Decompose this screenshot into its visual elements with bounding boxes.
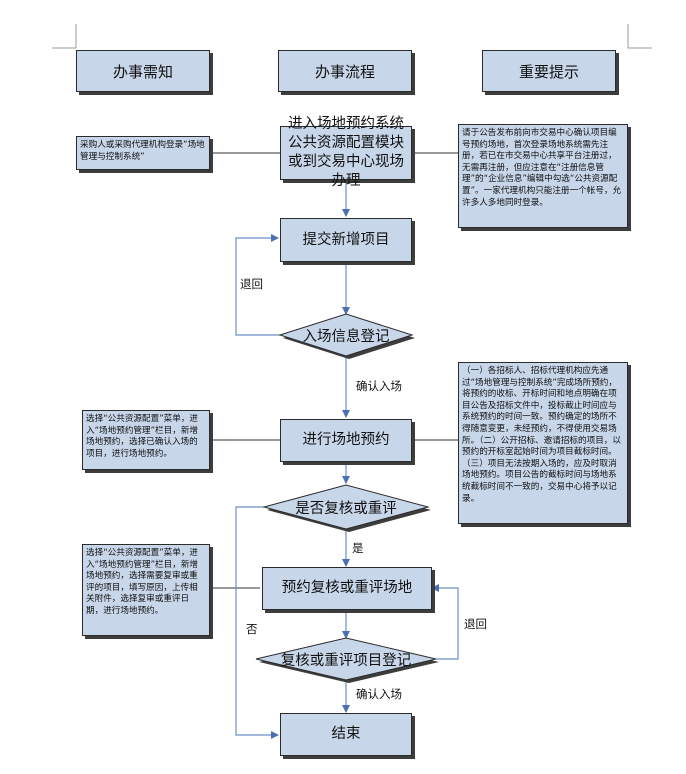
note-registration-tip: 请于公告发布前向市交易中心确认项目编号预约场地，首次登录场地系统需先注册，若已在…: [458, 124, 628, 228]
note-booking-steps-text: 选择“公共资源配置”菜单，进入“场地预约管理”栏目，新增场地预约，选择已确认入场…: [86, 414, 199, 459]
label-return-1: 退回: [240, 277, 263, 291]
note-review-steps: 选择“公共资源配置”菜单，进入“场地预约管理”栏目，新增场地预约，选择需要复审或…: [82, 544, 210, 636]
header-guide-label: 办事需知: [112, 62, 173, 81]
note-login-text: 采购人或采购代理机构登录“场地管理与控制系统”: [80, 140, 205, 162]
label-confirm-2: 确认入场: [356, 687, 402, 701]
diamond-review-decision: [262, 484, 430, 530]
note-booking-rules-text: （一）各招标人、招标代理机构应先通过“场地管理与控制系统”完成场所预约，将预约的…: [462, 366, 621, 504]
label-yes: 是: [352, 541, 364, 555]
step-review-registration: 复核或重评项目登记: [256, 638, 436, 680]
header-process: 办事流程: [278, 50, 412, 92]
step-book-venue-label: 进行场地预约: [302, 432, 390, 448]
note-booking-rules: （一）各招标人、招标代理机构应先通过“场地管理与控制系统”完成场所预约，将预约的…: [458, 362, 628, 524]
note-booking-steps: 选择“公共资源配置”菜单，进入“场地预约管理”栏目，新增场地预约，选择已确认入场…: [82, 410, 210, 470]
step-book-review-venue-label: 预约复核或重评场地: [281, 580, 413, 596]
note-login: 采购人或采购代理机构登录“场地管理与控制系统”: [76, 136, 210, 170]
step-review-decision: 是否复核或重评: [264, 485, 428, 529]
step-enter-system-label: 进入场地预约系统公共资源配置模块或到交易中心现场办理: [288, 116, 404, 189]
step-review-registration-label: 复核或重评项目登记: [280, 652, 412, 669]
diamond-entry-registration: [278, 313, 414, 357]
label-confirm-1: 确认入场: [356, 379, 402, 393]
label-return-2: 退回: [464, 617, 487, 631]
diamond-review-registration: [255, 637, 437, 681]
header-tips: 重要提示: [482, 50, 616, 92]
note-review-steps-text: 选择“公共资源配置”菜单，进入“场地预约管理”栏目，新增场地预约，选择需要复审或…: [86, 548, 199, 616]
step-book-venue: 进行场地预约: [280, 419, 412, 462]
step-enter-system: 进入场地预约系统公共资源配置模块或到交易中心现场办理: [280, 116, 412, 189]
label-no: 否: [246, 622, 258, 636]
header-process-label: 办事流程: [314, 62, 375, 81]
step-review-decision-label: 是否复核或重评: [295, 500, 397, 517]
step-entry-registration-label: 入场信息登记: [302, 328, 390, 345]
step-end-label: 结束: [331, 726, 361, 742]
note-registration-tip-text: 请于公告发布前向市交易中心确认项目编号预约场地，首次登录场地系统需先注册，若已在…: [462, 128, 622, 208]
step-book-review-venue: 预约复核或重评场地: [262, 567, 432, 610]
header-guide: 办事需知: [76, 50, 210, 92]
header-tips-label: 重要提示: [518, 62, 579, 81]
step-submit-project-label: 提交新增项目: [302, 231, 390, 248]
step-end: 结束: [280, 713, 412, 756]
step-entry-registration: 入场信息登记: [280, 314, 412, 356]
step-submit-project: 提交新增项目: [280, 218, 412, 262]
